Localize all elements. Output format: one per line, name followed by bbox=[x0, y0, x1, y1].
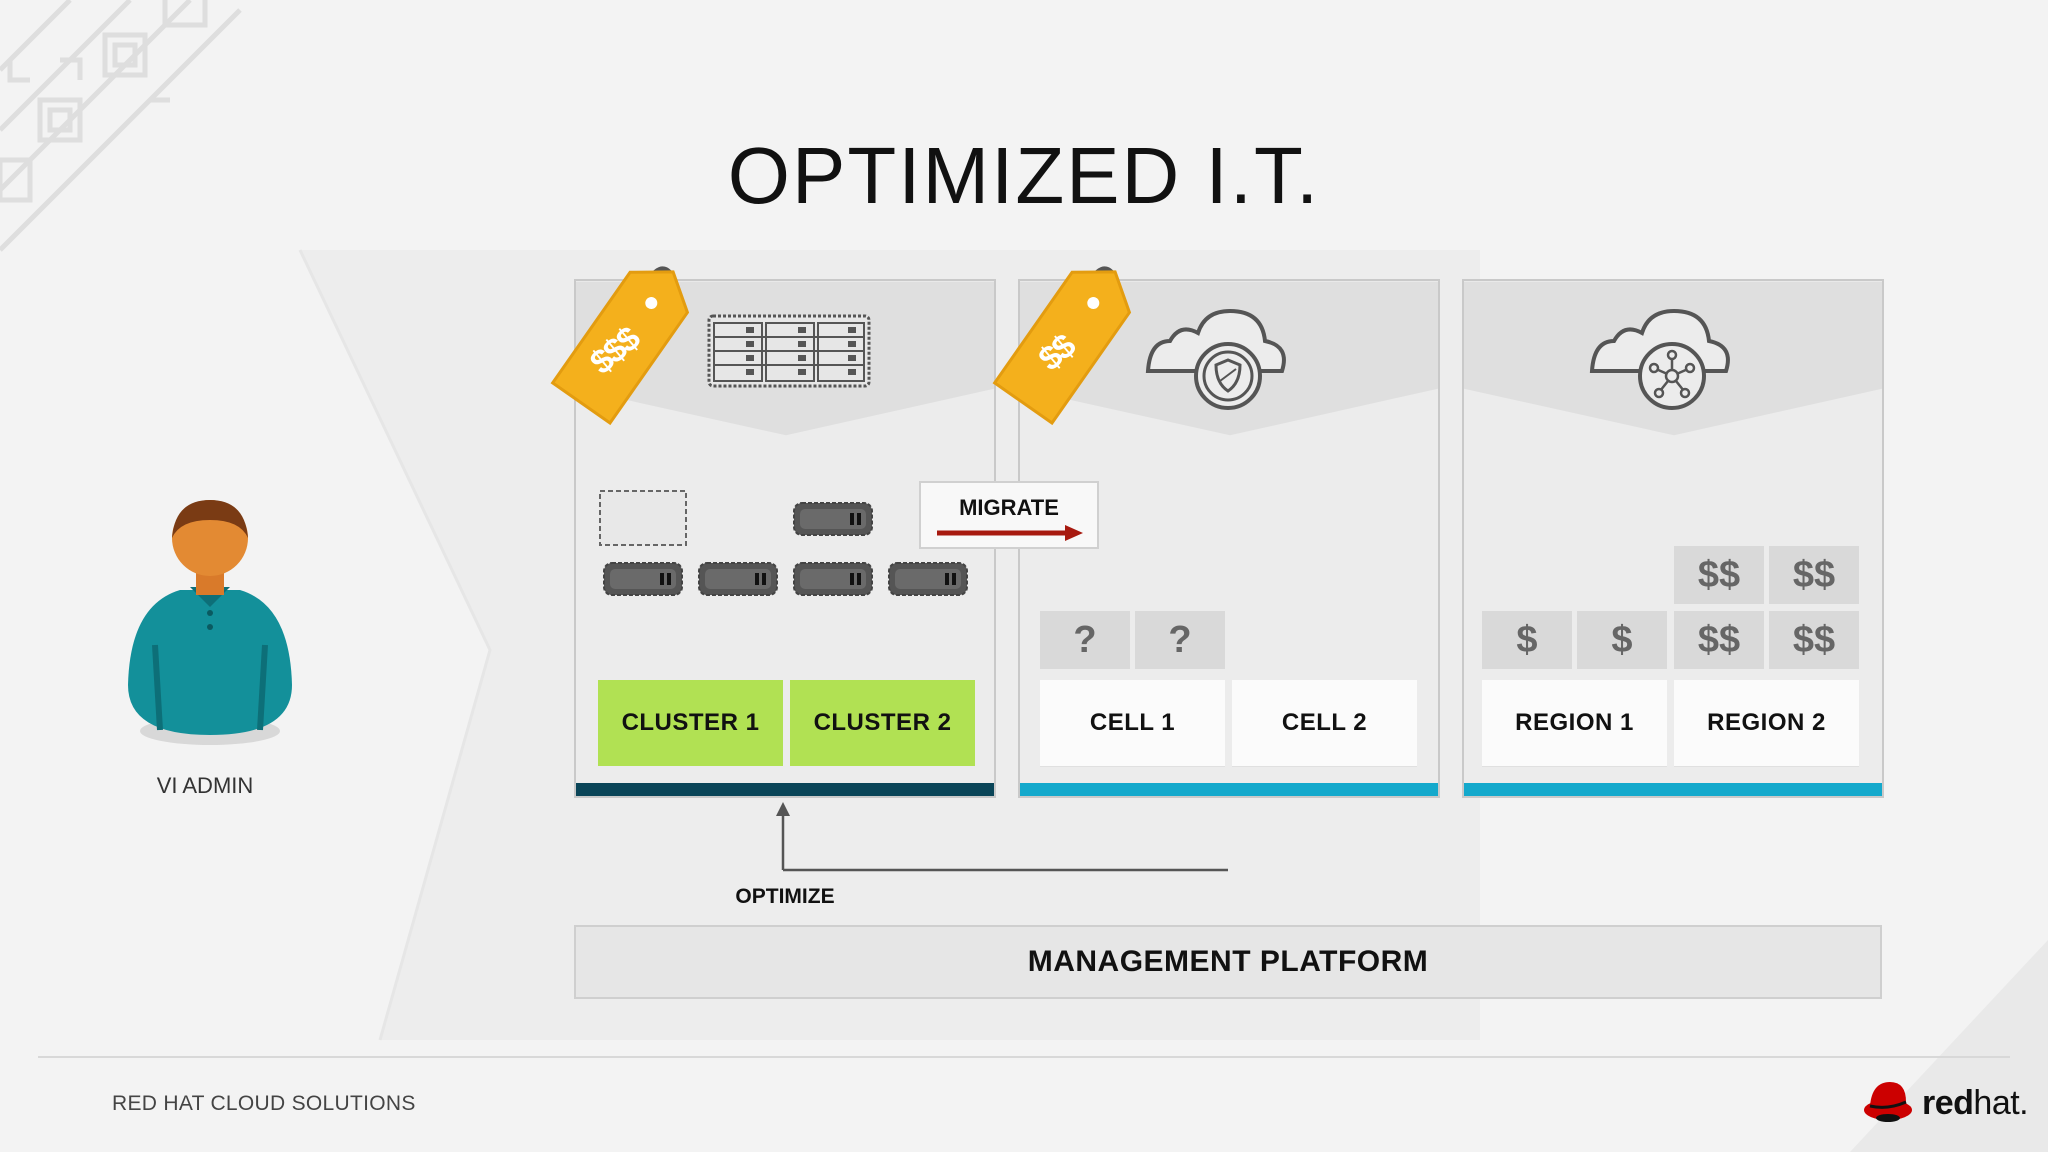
cost-tile: $$ bbox=[1674, 546, 1764, 604]
panel-status-bar bbox=[1020, 783, 1438, 796]
cloud-network-icon bbox=[1589, 308, 1730, 410]
cost-tile: $$ bbox=[1674, 611, 1764, 669]
cost-tile: $ bbox=[1577, 611, 1667, 669]
cell-2-box[interactable]: CELL 2 bbox=[1232, 680, 1417, 766]
cost-tile: $$ bbox=[1769, 611, 1859, 669]
price-tag-icon: $$$ bbox=[530, 262, 690, 452]
maze-pattern bbox=[0, 0, 242, 252]
actor-label: VI ADMIN bbox=[156, 773, 254, 798]
optimize-label: OPTIMIZE bbox=[735, 885, 835, 908]
panel-status-bar bbox=[1464, 783, 1882, 796]
server-rack-icon bbox=[707, 314, 871, 388]
redhat-shadowman-icon bbox=[1864, 1082, 1912, 1122]
server-icon bbox=[883, 549, 973, 607]
brand-wordmark: redhat. bbox=[1922, 1084, 2029, 1122]
cost-tile: $ bbox=[1482, 611, 1572, 669]
footer-divider bbox=[38, 1056, 2010, 1058]
price-tag-icon: $$ bbox=[972, 262, 1132, 452]
panel-regions: $$ $$ $ $ $$ $$ REGION 1 REGION 2 bbox=[1462, 279, 1884, 798]
arrow-up-icon bbox=[776, 802, 790, 816]
cloud-shield-icon bbox=[1145, 308, 1286, 410]
arrow-right-icon bbox=[937, 525, 1083, 541]
panel-status-bar bbox=[576, 783, 994, 796]
server-icon bbox=[598, 549, 688, 607]
server-icon bbox=[788, 549, 878, 607]
server-icon bbox=[788, 489, 878, 547]
page-title: OPTIMIZED I.T. bbox=[727, 131, 1321, 220]
cost-tile: $$ bbox=[1769, 546, 1859, 604]
footer-text: RED HAT CLOUD SOLUTIONS bbox=[112, 1092, 416, 1115]
cluster-1-box[interactable]: CLUSTER 1 bbox=[598, 680, 783, 766]
region-1-box[interactable]: REGION 1 bbox=[1482, 680, 1667, 766]
optimize-connector bbox=[776, 802, 1228, 872]
management-platform-bar[interactable]: MANAGEMENT PLATFORM bbox=[574, 925, 1882, 999]
unknown-cost-tile: ? bbox=[1135, 611, 1225, 669]
cluster-2-box[interactable]: CLUSTER 2 bbox=[790, 680, 975, 766]
migrate-callout[interactable]: MIGRATE bbox=[919, 481, 1099, 549]
server-icon bbox=[693, 549, 783, 607]
migrate-label: MIGRATE bbox=[959, 495, 1059, 520]
unknown-cost-tile: ? bbox=[1040, 611, 1130, 669]
region-2-box[interactable]: REGION 2 bbox=[1674, 680, 1859, 766]
cell-1-box[interactable]: CELL 1 bbox=[1040, 680, 1225, 766]
person-icon bbox=[128, 500, 292, 745]
empty-server-slot bbox=[598, 489, 688, 547]
